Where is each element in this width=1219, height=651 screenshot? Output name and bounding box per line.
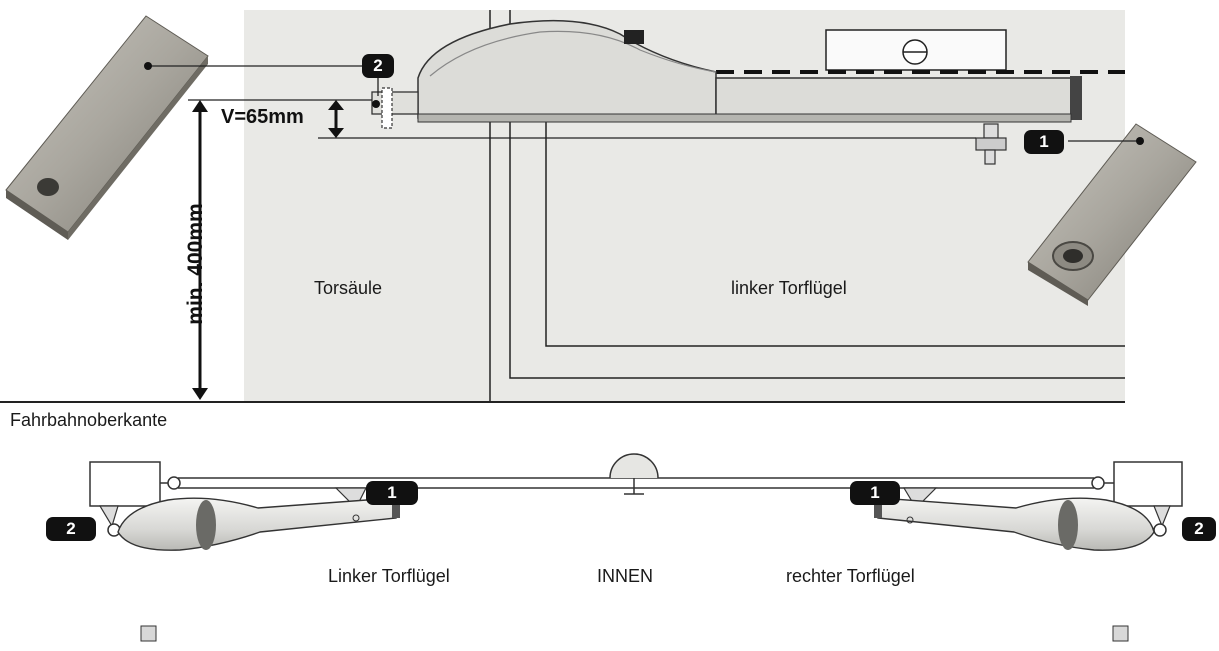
metal-plate-right <box>1027 123 1197 306</box>
leaf-frame-inner <box>545 120 1125 347</box>
badge-two-left: 2 <box>46 517 96 541</box>
gate-post-label: Torsäule <box>314 278 383 298</box>
center-stopper <box>609 453 659 495</box>
v-dimension-arrow <box>328 100 344 138</box>
height-dimension-arrow <box>192 100 208 400</box>
leaf-frame-outer <box>509 10 1125 379</box>
badge-two-top: 2 <box>362 54 394 78</box>
v-offset-dimension: V=65mm <box>221 106 304 128</box>
metal-plate-left <box>5 15 209 240</box>
badge-one-right: 1 <box>850 481 900 505</box>
post-box-left <box>89 461 161 507</box>
marker-square-left <box>140 625 157 642</box>
right-leaf-label: rechter Torflügel <box>786 566 915 586</box>
road-edge-label: Fahrbahnoberkante <box>10 410 168 430</box>
min-height-dimension: min. 400mm <box>184 203 207 325</box>
bracket-one-fitting <box>975 123 1007 165</box>
left-leaf-label: Linker Torflügel <box>328 566 450 586</box>
spirit-level <box>825 29 1007 71</box>
bracket-two-fitting <box>371 87 419 129</box>
hinge-right <box>1091 476 1114 490</box>
plan-operator-left <box>98 487 400 551</box>
hinge-left <box>160 476 181 490</box>
post-box-right <box>1113 461 1183 507</box>
gate-operator-arm <box>417 19 1082 123</box>
badge-one-left: 1 <box>366 481 418 505</box>
badge-two-right: 2 <box>1182 517 1216 541</box>
inside-label: INNEN <box>597 566 654 586</box>
marker-square-right <box>1112 625 1129 642</box>
plan-operator-right <box>874 487 1171 551</box>
badge-one-top: 1 <box>1024 130 1064 154</box>
left-leaf-top-label: linker Torflügel <box>731 278 847 298</box>
